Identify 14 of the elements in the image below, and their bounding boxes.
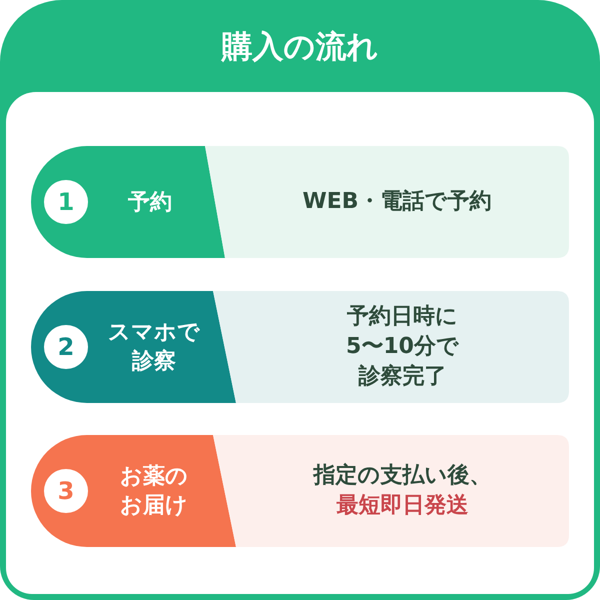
step-label: 予約 <box>128 188 172 216</box>
description-text: 指定の支払い後、 <box>314 462 492 490</box>
step-tab <box>31 435 236 547</box>
step-label: スマホで診察 <box>108 319 200 376</box>
highlight-text: 最短即日発送 <box>336 492 468 520</box>
step-tab <box>31 146 225 258</box>
step-tab <box>31 291 236 403</box>
step-panel <box>213 435 569 547</box>
step-label: お薬のお届け <box>119 463 189 520</box>
description-text: WEB・電話で予約 <box>302 188 492 216</box>
step-panel <box>205 146 569 258</box>
title: 購入の流れ <box>222 28 378 66</box>
step-panel <box>213 291 569 403</box>
description-text: 予約日時に5〜10分で診察完了 <box>345 303 460 391</box>
